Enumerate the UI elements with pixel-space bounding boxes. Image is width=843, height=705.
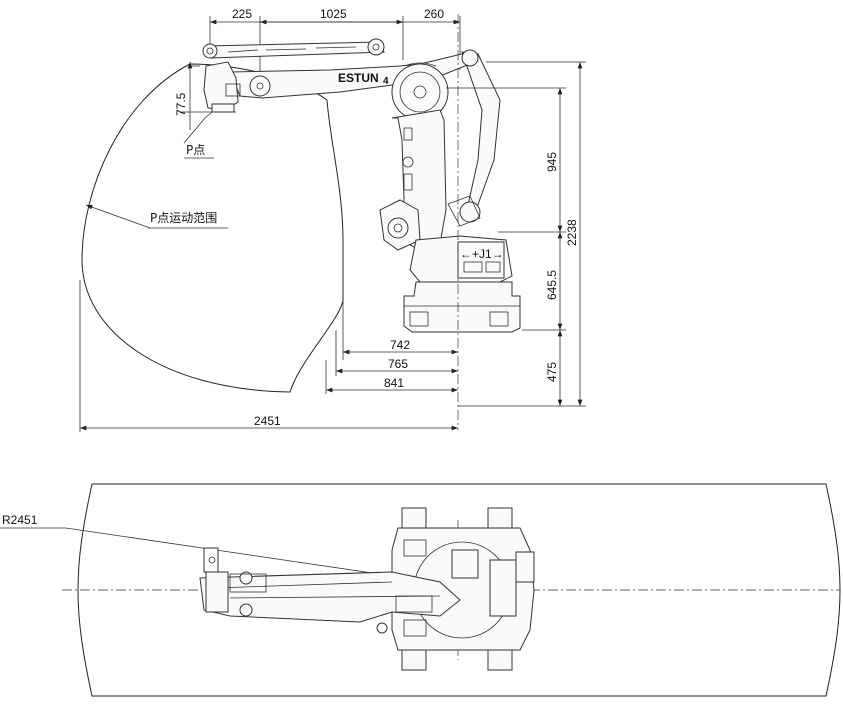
working-range-envelope	[81, 63, 344, 393]
bottom-dimensions: 742 765 841 2451	[79, 280, 458, 432]
robot-body: ←+J1→	[379, 14, 521, 430]
dim-645: 645.5	[545, 270, 559, 300]
dim-77: 77.5	[174, 92, 188, 116]
dim-841: 841	[384, 376, 404, 390]
dim-225: 225	[232, 7, 252, 21]
upper-arm	[202, 38, 385, 59]
dim-77-group: 77.5 P点	[174, 62, 214, 159]
dim-945: 945	[545, 152, 559, 172]
dim-260: 260	[424, 7, 444, 21]
dim-2451: 2451	[254, 414, 281, 428]
p-point-label: P点	[186, 143, 205, 157]
dim-765: 765	[388, 357, 408, 371]
brand-logo: ESTUN	[338, 71, 379, 85]
top-view: R2451	[0, 483, 841, 697]
dim-475: 475	[545, 362, 559, 382]
right-dimensions: 945 645.5 475 2238	[446, 61, 586, 407]
joint-label: ←+J1→	[460, 247, 504, 261]
radius-label: R2451	[2, 513, 38, 527]
main-arm: ESTUN 4	[229, 51, 481, 99]
top-range-envelope	[77, 483, 841, 697]
dim-2238: 2238	[565, 219, 579, 246]
svg-text:4: 4	[383, 76, 389, 87]
side-view: 225 1025 260 ESTUN 4	[79, 7, 586, 432]
end-effector	[190, 61, 241, 113]
dim-1025: 1025	[320, 7, 347, 21]
p-range-label: P点运动范围	[150, 211, 217, 225]
p-range-label-group: P点运动范围	[85, 204, 228, 229]
top-dimensions: 225 1025 260	[209, 7, 461, 80]
dim-742: 742	[390, 338, 410, 352]
